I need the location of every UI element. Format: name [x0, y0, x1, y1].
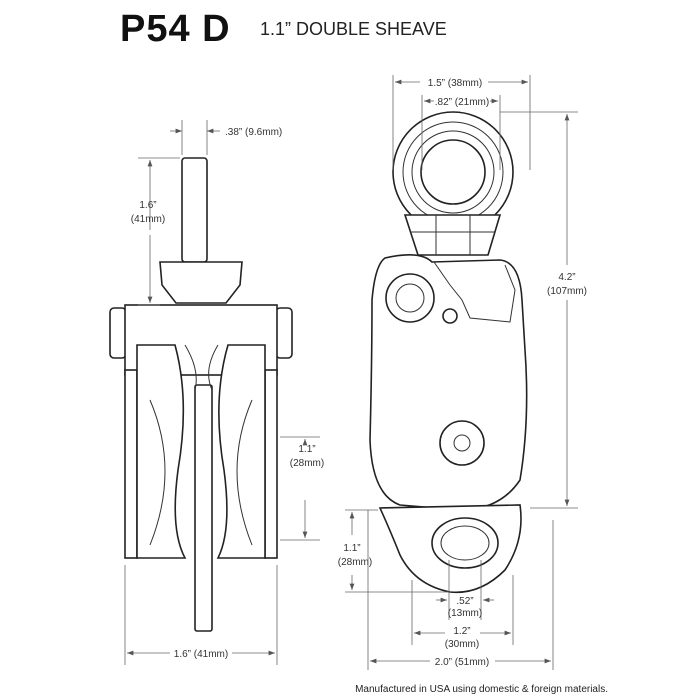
ring-inner-label: .82” (21mm): [435, 97, 489, 108]
shaft-width-label: .38” (9.6mm): [225, 127, 282, 138]
model-title: P54 D: [120, 8, 231, 50]
front-width-label: 1.6” (41mm): [174, 649, 228, 660]
becket-width-in: 1.2”: [453, 626, 470, 637]
sheave-in: 1.1”: [298, 444, 315, 455]
hole-mm: (13mm): [448, 608, 482, 619]
becket-mm: (28mm): [338, 557, 372, 568]
becket-in: 1.1”: [343, 543, 360, 554]
shaft-height-mm: (41mm): [131, 214, 165, 225]
side-width-label: 2.0” (51mm): [435, 657, 489, 668]
shaft-height-in: 1.6”: [139, 200, 156, 211]
height-mm: (107mm): [547, 286, 587, 297]
front-view: [109, 157, 293, 632]
side-dimensions: 1.5” (38mm) .82” (21mm) 4.2” (107mm) 1.1…: [338, 75, 587, 670]
sheave-mm: (28mm): [290, 458, 324, 469]
manufacturing-note: Manufactured in USA using domestic & for…: [355, 684, 608, 695]
side-view: [369, 111, 528, 594]
front-dimensions: .38” (9.6mm) 1.6” (41mm) 1.1” (28mm) 1.6…: [124, 120, 324, 665]
becket-width-mm: (30mm): [445, 639, 479, 650]
hole-in: .52”: [456, 596, 473, 607]
model-description: 1.1” DOUBLE SHEAVE: [260, 19, 447, 39]
ring-outer-label: 1.5” (38mm): [428, 78, 482, 89]
height-in: 4.2”: [558, 272, 575, 283]
